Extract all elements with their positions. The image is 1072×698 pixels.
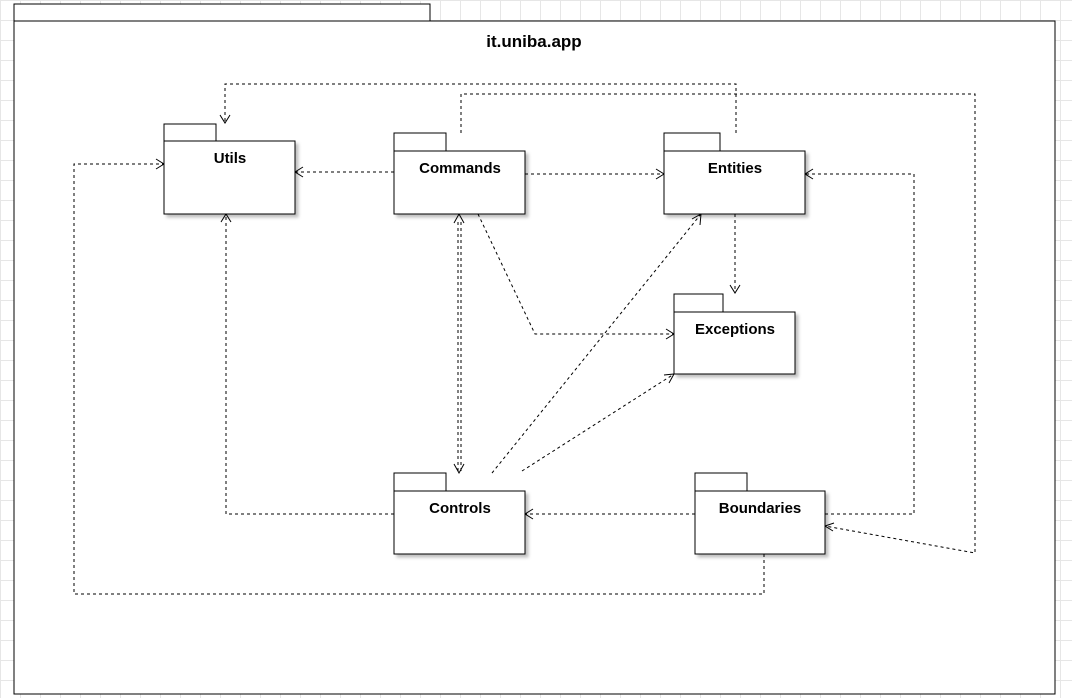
container-package-it-uniba-app[interactable]: it.uniba.app <box>13 3 1056 695</box>
package-body <box>393 490 526 555</box>
package-label-commands: Commands <box>419 160 501 177</box>
package-tab <box>163 123 217 142</box>
package-utils[interactable]: Utils <box>163 123 296 215</box>
package-tab <box>393 132 447 152</box>
dependency-edges <box>73 83 976 595</box>
package-boundaries[interactable]: Boundaries <box>694 472 826 555</box>
container-package-body <box>13 20 1056 695</box>
package-label-exceptions: Exceptions <box>695 321 775 338</box>
edge-entities-to-exceptions[interactable] <box>729 214 741 294</box>
container-package-tab <box>13 3 431 22</box>
package-label-entities: Entities <box>708 160 762 177</box>
package-tab <box>663 132 721 152</box>
package-body <box>393 150 526 215</box>
package-body <box>663 150 806 215</box>
package-label-controls: Controls <box>429 500 491 517</box>
package-body <box>694 490 826 555</box>
package-tab <box>393 472 447 492</box>
package-controls[interactable]: Controls <box>393 472 526 555</box>
package-body <box>163 140 296 215</box>
container-package-title: it.uniba.app <box>486 32 581 51</box>
package-label-utils: Utils <box>214 150 247 167</box>
package-tab <box>673 293 724 313</box>
package-label-boundaries: Boundaries <box>719 500 802 517</box>
package-tab <box>694 472 748 492</box>
package-commands[interactable]: Commands <box>393 132 526 215</box>
package-exceptions[interactable]: Exceptions <box>673 293 796 375</box>
edge-entities-to-utils[interactable] <box>219 83 737 133</box>
package-entities[interactable]: Entities <box>663 132 806 215</box>
package-body <box>673 311 796 375</box>
